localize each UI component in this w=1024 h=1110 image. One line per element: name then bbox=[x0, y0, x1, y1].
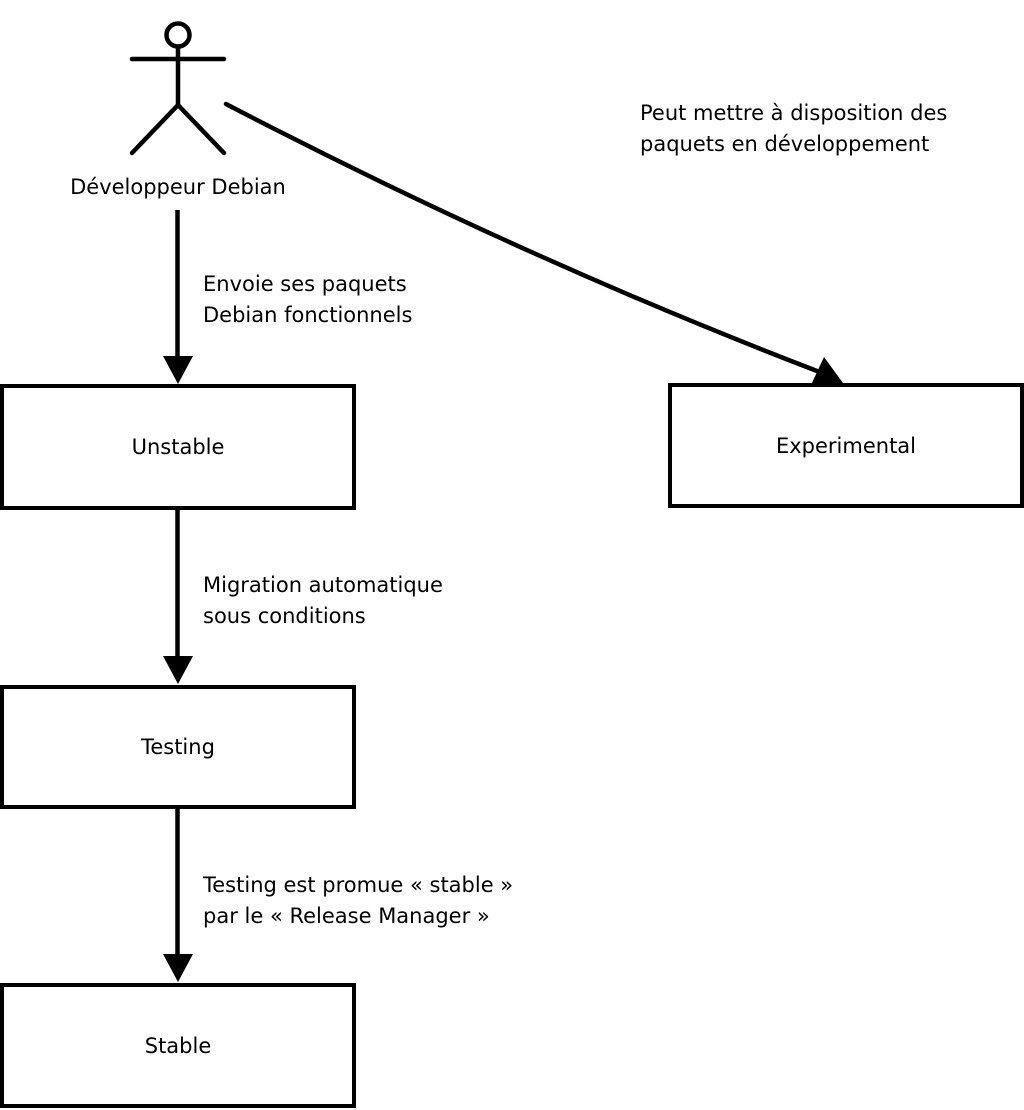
edge-label-unstable-to-testing: Migration automatique sous conditions bbox=[203, 570, 443, 632]
node-experimental: Experimental bbox=[668, 383, 1024, 508]
node-testing: Testing bbox=[0, 685, 356, 809]
edge-label-line: sous conditions bbox=[203, 604, 366, 628]
edge-label-line: Debian fonctionnels bbox=[203, 303, 413, 327]
edge-label-line: par le « Release Manager » bbox=[203, 904, 490, 928]
actor-left-leg bbox=[129, 102, 181, 156]
edge-label-testing-to-stable: Testing est promue « stable » par le « R… bbox=[203, 870, 513, 932]
edge-label-developer-to-experimental: Peut mettre à disposition des paquets en… bbox=[640, 98, 947, 160]
node-testing-label: Testing bbox=[141, 735, 215, 759]
actor-label: Développeur Debian bbox=[70, 175, 286, 199]
arrow-unstable-to-testing bbox=[163, 510, 193, 684]
node-stable-label: Stable bbox=[144, 1033, 212, 1058]
edge-label-line: Envoie ses paquets bbox=[203, 272, 407, 296]
edge-label-line: Peut mettre à disposition des bbox=[640, 101, 948, 125]
actor-head bbox=[164, 21, 192, 49]
edge-label-line: Migration automatique bbox=[203, 573, 443, 597]
node-unstable: Unstable bbox=[0, 384, 356, 510]
node-stable: Stable bbox=[0, 983, 356, 1108]
node-unstable-label: Unstable bbox=[131, 435, 225, 459]
arrow-developer-to-unstable bbox=[163, 210, 193, 384]
edge-label-developer-to-unstable: Envoie ses paquets Debian fonctionnels bbox=[203, 269, 412, 331]
edge-label-line: Testing est promue « stable » bbox=[203, 873, 514, 897]
node-experimental-label: Experimental bbox=[775, 433, 917, 458]
actor-right-leg bbox=[175, 102, 227, 156]
arrow-testing-to-stable bbox=[163, 809, 193, 982]
stick-figure-actor-icon bbox=[129, 21, 227, 156]
edge-label-line: paquets en développement bbox=[640, 132, 930, 156]
arrow-developer-to-experimental bbox=[223, 101, 843, 385]
